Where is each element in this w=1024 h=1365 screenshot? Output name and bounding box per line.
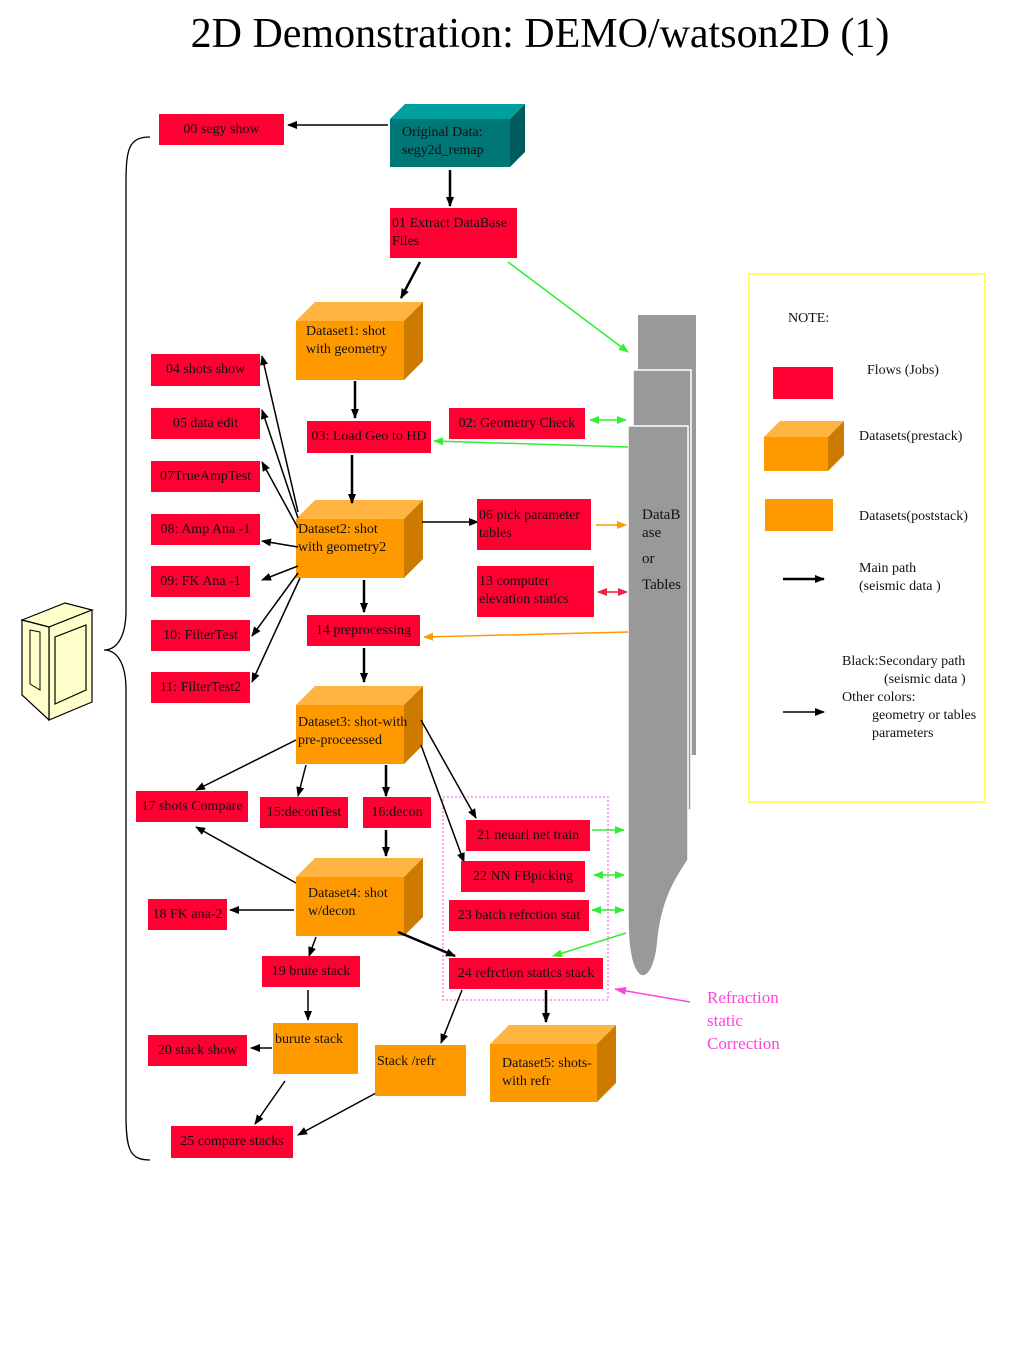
flow-10-filtertest[interactable]: 10: FilterTest xyxy=(151,620,250,651)
flow-06-pick-parameter[interactable]: 06 pick parameter tables xyxy=(477,499,591,550)
dataset2-cube xyxy=(296,500,423,578)
dataset1-label[interactable]: Dataset1: shot with geometry xyxy=(306,324,388,357)
dataset4-label[interactable]: Dataset4: shot w/decon xyxy=(308,886,388,919)
dataset2-label[interactable]: Dataset2: shot with geometry2 xyxy=(298,522,387,555)
flow-19-brute-stack[interactable]: 19 brute stack xyxy=(262,956,360,987)
black-connectors xyxy=(195,121,550,1136)
flow-07-trueamp-test[interactable]: 07TrueAmpTest xyxy=(151,461,260,492)
flow-17-shots-compare[interactable]: 17 shots Compare xyxy=(136,791,248,822)
flow-23-batch-refraction[interactable]: 23 batch refrction stat xyxy=(449,900,589,931)
legend-flow-swatch xyxy=(773,367,833,399)
flow-05-data-edit[interactable]: 05 data edit xyxy=(151,408,260,439)
original-data-cube xyxy=(390,104,525,167)
flow-13-elevation-statics[interactable]: 13 computer elevation statics xyxy=(477,566,594,617)
colored-connectors xyxy=(423,261,691,1003)
legend-prestack-swatch xyxy=(764,421,844,471)
flow-02-geometry-check[interactable]: 02: Geometry Check xyxy=(449,408,585,439)
legend-poststack-swatch xyxy=(765,499,833,531)
dataset3-cube xyxy=(296,686,423,764)
flow-11-filtertest2[interactable]: 11: FilterTest2 xyxy=(151,672,250,703)
legend-prestack-label: Datasets(prestack) xyxy=(859,429,963,444)
original-data-label: Original Data: segy2d_remap xyxy=(402,125,484,158)
flow-20-stack-show[interactable]: 20 stack show xyxy=(148,1035,247,1066)
folder-icon xyxy=(20,602,94,722)
refraction-annotation: Refraction static Correction xyxy=(707,988,780,1053)
legend-flows-label: Flows (Jobs) xyxy=(867,363,939,378)
dataset4-cube xyxy=(296,858,423,936)
flow-04-shots-show[interactable]: 04 shots show xyxy=(151,354,260,386)
flow-00-segy-show[interactable]: 00 segy show xyxy=(159,114,284,145)
flow-18-fk-ana-2[interactable]: 18 FK ana-2 xyxy=(148,899,227,930)
stack-burute[interactable]: burute stack xyxy=(273,1023,358,1074)
legend-poststack-label: Datasets(poststack) xyxy=(859,509,968,524)
flow-09-fk-ana[interactable]: 09: FK Ana -1 xyxy=(151,566,250,597)
legend-title: NOTE: xyxy=(788,311,830,326)
legend-secondary-label: Black:Secondary path (seismic data ) Oth… xyxy=(842,654,977,741)
dataset3-label[interactable]: Dataset3: shot-with pre-proceessed xyxy=(298,715,408,748)
flow-08-amp-ana[interactable]: 08: Amp Ana -1 xyxy=(151,514,260,545)
database-label: DataB ase or Tables xyxy=(642,507,681,593)
flow-16-decon[interactable]: 16:decon xyxy=(363,797,431,828)
legend-main-path-label: Main path (seismic data ) xyxy=(859,561,941,594)
flow-03-load-geo[interactable]: 03: Load Geo to HD xyxy=(307,421,431,453)
flow-24-refraction-stack[interactable]: 24 refrction statics stack xyxy=(449,958,603,989)
flow-21-neural-net-train[interactable]: 21 neuarl net train xyxy=(466,820,590,851)
legend-box xyxy=(748,273,986,803)
page-title: 2D Demonstration: DEMO/watson2D (1) xyxy=(190,11,890,57)
flow-22-nn-fbpicking[interactable]: 22 NN FBpicking xyxy=(461,861,585,892)
database-stack xyxy=(627,315,696,977)
flow-14-preprocessing[interactable]: 14 preprocessing xyxy=(307,615,420,646)
dataset1-cube xyxy=(296,302,423,380)
project-brace xyxy=(103,136,151,1161)
flow-15-decontest[interactable]: 15:deconTest xyxy=(260,797,348,828)
stack-refr[interactable]: Stack /refr xyxy=(375,1045,466,1096)
dataset5-label[interactable]: Dataset5: shots-with refr xyxy=(502,1056,592,1089)
flow-01-extract-database[interactable]: 01 Extract DataBase Files xyxy=(390,208,517,258)
dataset5-cube xyxy=(490,1025,616,1102)
flow-25-compare-stacks[interactable]: 25 compare stacks xyxy=(171,1126,293,1158)
